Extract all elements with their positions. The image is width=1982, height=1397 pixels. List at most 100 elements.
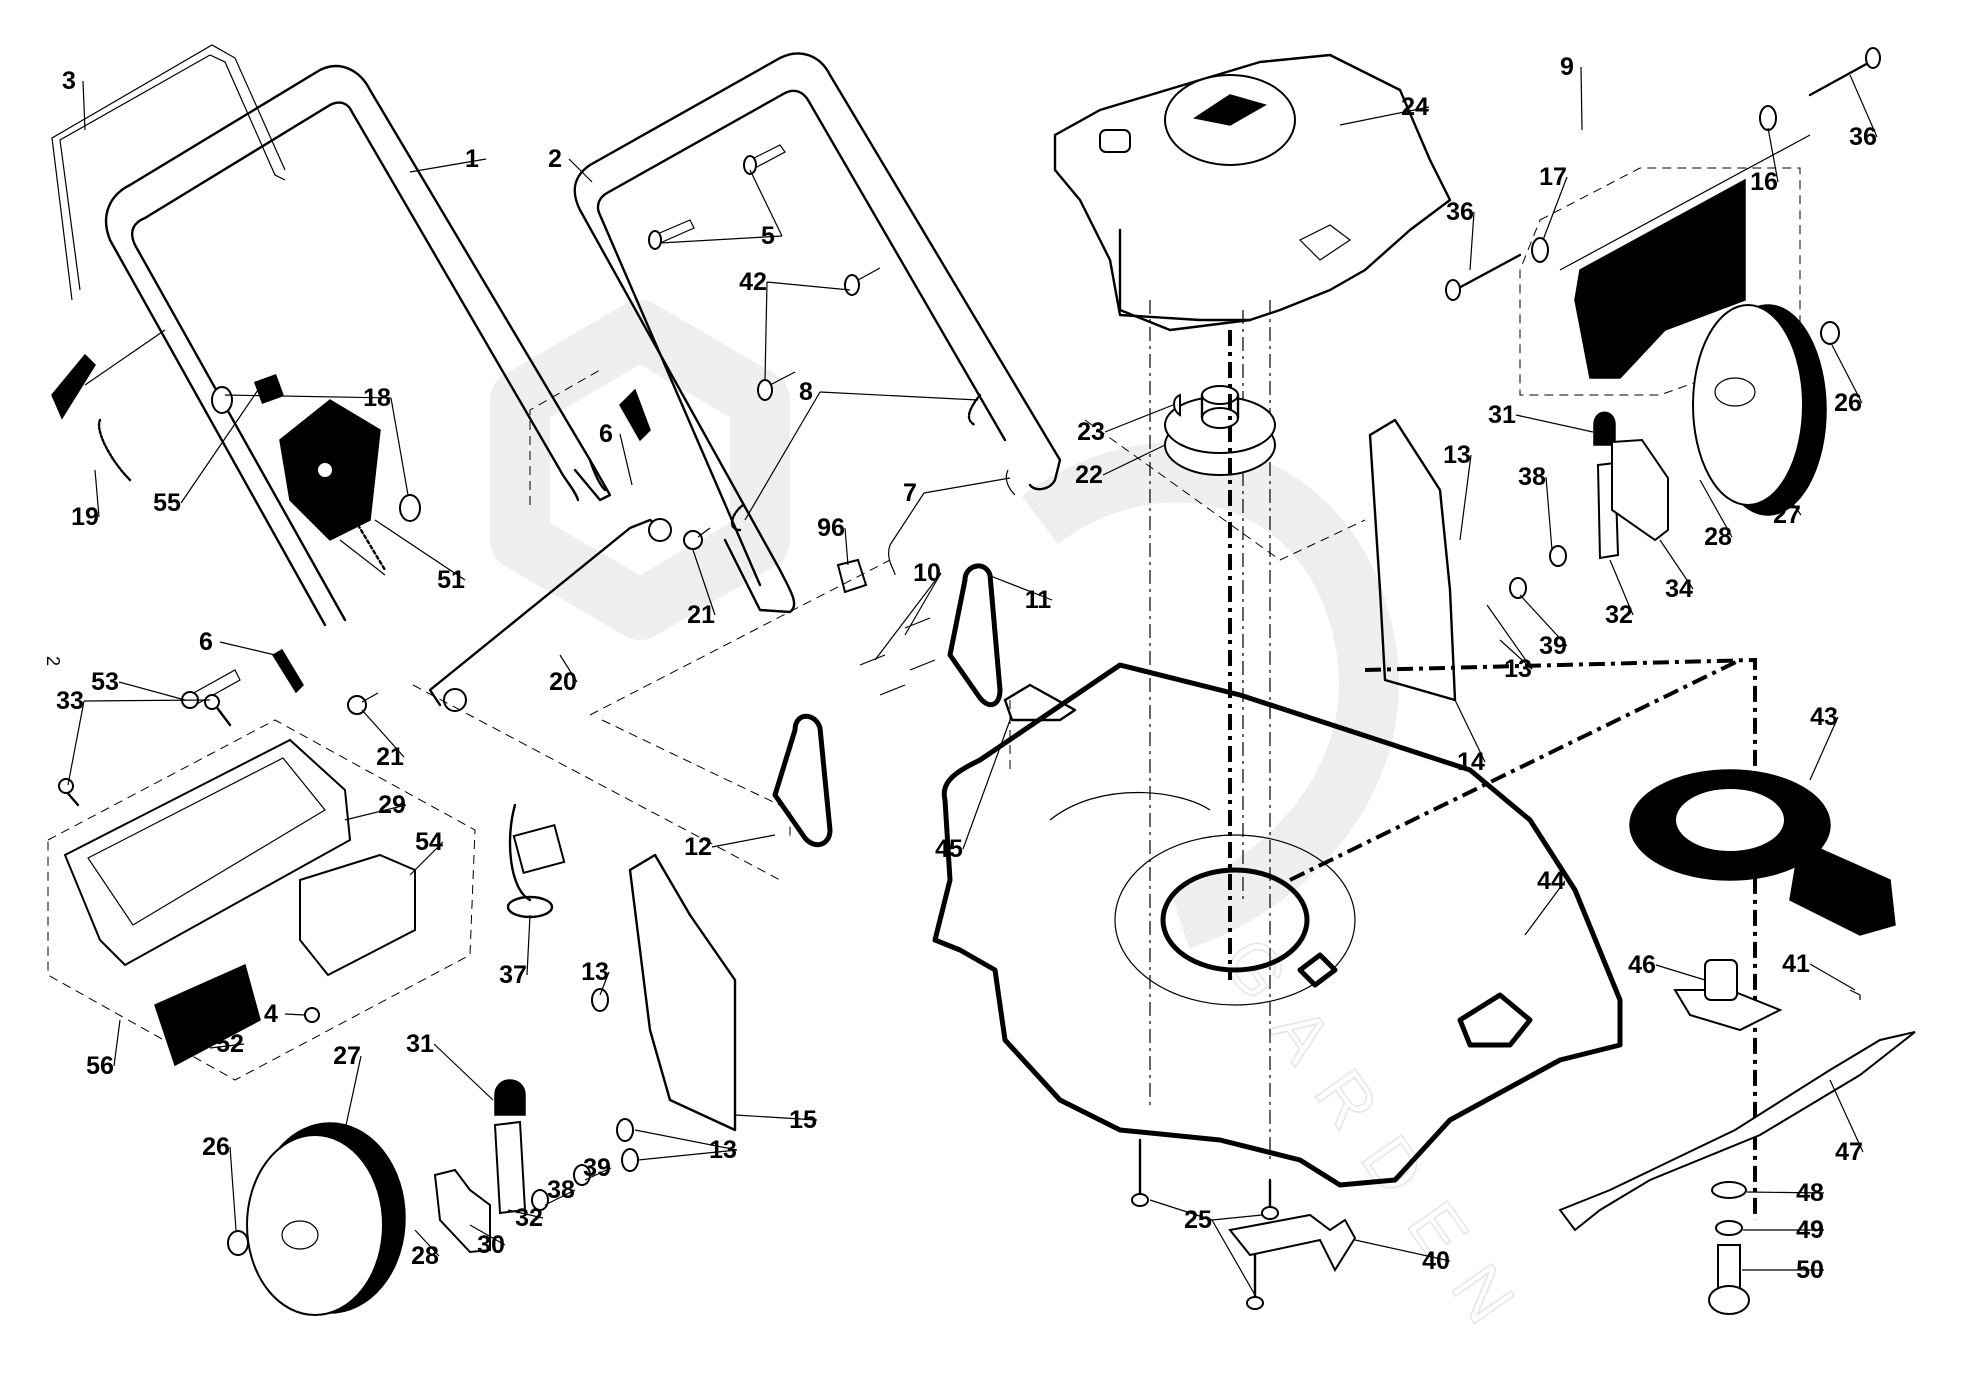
height-plate-11 [947, 563, 1003, 708]
decal-45 [1003, 683, 1077, 722]
callout-wheel-nut: 26 [1834, 389, 1862, 417]
leader-line-wheel-nut [229, 1146, 237, 1231]
lower-handle [573, 52, 1062, 614]
leader-line-lever [507, 1209, 544, 1219]
lever-knob-31 [1593, 411, 1616, 446]
callout-height-rod: 20 [549, 668, 577, 696]
leader-line-upper-handle [409, 158, 487, 173]
callout-lock-washer: 49 [1796, 1216, 1824, 1244]
callout-cable-tie: 8 [799, 378, 813, 406]
callout-blade-adapter: 46 [1628, 951, 1656, 979]
leader-line-wheel [1789, 499, 1802, 516]
callout-bolt: 13 [1504, 655, 1532, 683]
leader-line-washer [544, 1189, 576, 1206]
callout-bolt: 53 [91, 668, 119, 696]
callout-lower-handle: 2 [548, 145, 562, 173]
washer-38-left [531, 1189, 549, 1211]
callout-shoulder-bolt: 28 [411, 1242, 439, 1270]
bolts-13-left [591, 988, 639, 1172]
leader-line-bolt [1149, 1199, 1213, 1221]
callout-wheel: 27 [333, 1042, 361, 1070]
leader-line-bolt [634, 1129, 738, 1151]
cable-tie-8a [730, 503, 745, 532]
callout-screw: 21 [687, 601, 715, 629]
callout-control-bail: 3 [62, 67, 76, 95]
callout-bolt: 13 [709, 1136, 737, 1164]
leader-line-washer [1746, 1191, 1825, 1194]
screws-33 [58, 694, 232, 807]
leader-line-hairpin-clip [889, 492, 925, 546]
callout-nut: 18 [363, 384, 391, 412]
callout-screw: 4 [264, 1000, 278, 1028]
watermark-letter [1022, 442, 1399, 949]
callout-wheel-bracket-left: 30 [477, 1231, 505, 1259]
callout-bolt: 13 [581, 958, 609, 986]
callout-height-adjuster-right: 14 [1457, 748, 1485, 776]
leader-line-cable-clamp [844, 527, 849, 566]
leader-line-bolt [599, 971, 610, 996]
blade [1558, 1031, 1916, 1232]
leader-line-height-plate-right [987, 574, 1053, 601]
leader-line-wheel-bracket-left [469, 1224, 506, 1246]
callout-spring-right: 16 [1750, 168, 1778, 196]
leader-line-shoulder-bolt [1699, 479, 1733, 538]
pulley [1164, 385, 1276, 476]
callout-blade: 47 [1835, 1138, 1863, 1166]
height-adjuster-15 [628, 853, 737, 1132]
callout-wheel-nut: 26 [202, 1133, 230, 1161]
leader-line-battery [209, 1043, 245, 1049]
callout-baffle: 43 [1810, 703, 1838, 731]
leader-line-blade-adapter [1655, 964, 1706, 981]
leader-line-height-adjuster-right [1454, 699, 1486, 763]
callout-key: 23 [1077, 418, 1105, 446]
leader-line-bolt [118, 681, 186, 701]
callout-height-plate-left: 12 [684, 833, 712, 861]
leader-line-height-adjuster-left [734, 1114, 818, 1121]
leader-line-bolt [637, 1149, 738, 1161]
callout-cable-clamp: 96 [817, 514, 845, 542]
bolts-25 [1131, 1138, 1279, 1310]
leader-line-charger [526, 914, 531, 976]
bolts-5 [648, 144, 786, 250]
callout-bolt: 36 [1849, 123, 1877, 151]
leader-line-lever-knob [1515, 414, 1594, 433]
leader-line-hairpin-clip [923, 477, 1011, 494]
leader-line-switch-box [374, 519, 466, 581]
leader-line-height-plate-left [711, 834, 776, 848]
leader-line-lever-knob [433, 1043, 494, 1101]
callout-lock-washer: 39 [583, 1154, 611, 1182]
callout-battery-tray: 54 [415, 828, 443, 856]
callout-lever-knob: 31 [1488, 401, 1516, 429]
wheel-nut-26 [1820, 321, 1840, 345]
leader-line-pulley [1102, 444, 1166, 476]
leader-lines [67, 66, 1878, 1296]
leader-line-nut [390, 397, 409, 496]
wheel-bracket-34 [1611, 438, 1669, 542]
washer-48 [1711, 1181, 1747, 1199]
callout-rivet: 10 [913, 559, 941, 587]
leader-line-screw [692, 549, 716, 616]
callout-handle-knob: 6 [199, 628, 213, 656]
height-rod-end [443, 688, 467, 712]
callout-lock-washer: 39 [1539, 632, 1567, 660]
lever-knob-31-left [494, 1079, 526, 1116]
callout-battery-kit: 56 [86, 1052, 114, 1080]
baffle [1629, 769, 1896, 936]
charger [506, 803, 566, 919]
callout-height-adjuster-left: 15 [789, 1106, 817, 1134]
leader-line-handle-knob [619, 433, 633, 486]
cable-clamp-96 [836, 558, 868, 594]
callout-upper-handle: 1 [465, 145, 479, 173]
leader-line-key [180, 389, 259, 504]
deck [932, 657, 1757, 1220]
callout-deck: 44 [1537, 867, 1565, 895]
leader-line-nut [224, 394, 392, 399]
height-plate-12 [772, 713, 833, 848]
leader-line-shoulder-bolt [414, 1229, 440, 1257]
callout-pulley: 22 [1075, 461, 1103, 489]
leader-line-control-bail [82, 80, 86, 131]
callout-charger: 37 [499, 961, 527, 989]
callout-bolt: 25 [1184, 1206, 1212, 1234]
screw-21a [683, 527, 711, 550]
